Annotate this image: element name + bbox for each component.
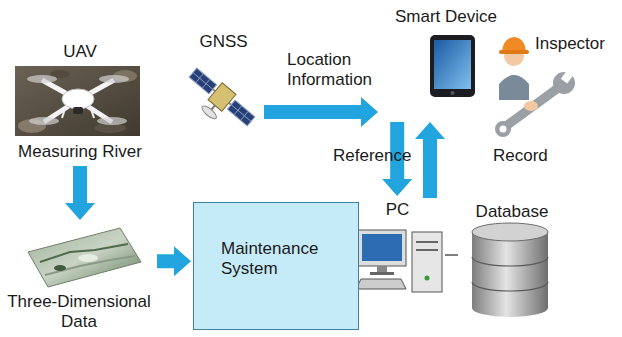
database-cylinder-part xyxy=(472,232,548,317)
node-label: Three-Dimensional Data xyxy=(3,292,155,332)
inspector-icon-part xyxy=(499,75,529,100)
block-arrow xyxy=(157,246,191,276)
edge-label: Reference xyxy=(333,146,411,166)
point-cloud-image-part xyxy=(78,254,98,262)
pc-icon-part xyxy=(416,241,438,243)
node-label: Database xyxy=(476,202,549,222)
uav-photo-part xyxy=(97,117,127,125)
node-sublabel: Measuring River xyxy=(18,142,142,162)
pc-icon-part xyxy=(412,232,442,292)
inspector-icon-part xyxy=(495,121,511,137)
pc-icon-part xyxy=(356,279,406,289)
uav-photo-part xyxy=(99,75,129,83)
satellite-icon-part xyxy=(227,100,255,126)
edge-label: Location Information xyxy=(287,50,387,90)
uav-photo-part xyxy=(73,107,83,114)
inspector-icon-part xyxy=(506,88,558,126)
point-cloud-image xyxy=(28,228,141,287)
database-group: Database xyxy=(458,198,566,320)
uav-photo-part xyxy=(62,89,94,109)
block-arrow xyxy=(415,122,445,198)
connector-line xyxy=(445,254,458,256)
process-box: Maintenance System xyxy=(193,202,359,330)
database-cylinder xyxy=(472,223,548,317)
uav-photo-part xyxy=(27,75,57,83)
tablet-icon-part xyxy=(430,35,475,97)
gnss-group: GNSS xyxy=(185,30,262,140)
inspector-icon-part xyxy=(500,126,507,133)
satellite-icon xyxy=(178,64,258,139)
block-arrow xyxy=(65,166,95,220)
edge-label: Record xyxy=(493,146,548,166)
node-label: Inspector xyxy=(535,34,605,54)
pc-icon xyxy=(356,230,442,292)
uav-photo-part xyxy=(90,106,94,118)
node-label: PC xyxy=(386,200,410,220)
block-arrow xyxy=(264,97,378,127)
inspector-icon-part xyxy=(561,70,574,84)
uav-photo-part xyxy=(29,117,59,125)
node-label: Maintenance System xyxy=(221,239,333,279)
database-cylinder-part xyxy=(472,257,548,266)
pc-icon-part xyxy=(425,276,430,281)
point-cloud-image-part xyxy=(54,265,66,271)
tablet-icon-part xyxy=(434,40,471,89)
node-label: Smart Device xyxy=(395,7,497,27)
uav-photo-part xyxy=(15,66,140,136)
inspector-icon-part xyxy=(499,50,529,54)
inspector-icon-part xyxy=(524,101,538,111)
tablet-icon-part xyxy=(451,91,455,95)
pc-icon-part xyxy=(358,230,406,266)
database-cylinder-part xyxy=(472,282,548,291)
point-cloud-image-part xyxy=(28,228,141,287)
uav-photo xyxy=(15,66,140,136)
pc-icon-part xyxy=(362,234,402,261)
uav-photo-part xyxy=(62,106,66,118)
inspector-icon-part xyxy=(502,37,526,52)
satellite-icon-part xyxy=(200,104,218,121)
node-label: GNSS xyxy=(199,32,247,52)
pc-icon-part xyxy=(377,266,387,272)
database-cylinder-part xyxy=(472,223,548,241)
node-label: UAV xyxy=(63,42,97,62)
inspector-group: Inspector xyxy=(535,32,619,56)
satellite-icon-part xyxy=(231,105,251,122)
satellite-icon-part xyxy=(189,68,217,94)
satellite-icon-part xyxy=(208,83,236,111)
pc-icon-part xyxy=(370,272,394,275)
uav-group: UAV Measuring River xyxy=(10,40,150,164)
three-d-data-group: Three-Dimensional Data xyxy=(3,222,155,332)
smart-device-group: Smart Device xyxy=(380,5,512,120)
tablet-icon xyxy=(430,35,475,97)
pc-icon-part xyxy=(416,249,438,251)
satellite-icon-part xyxy=(193,73,213,90)
pc-group: PC xyxy=(350,200,445,296)
